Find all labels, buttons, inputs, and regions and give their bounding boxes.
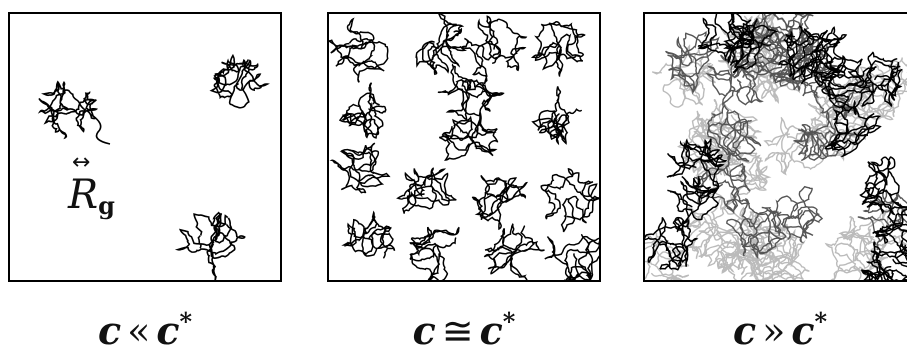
polymer-chain	[483, 223, 545, 280]
polymer-chain	[396, 167, 457, 214]
polymer-chain	[530, 21, 586, 77]
dilute-caption: c«c*	[97, 307, 193, 353]
semidilute-panel	[643, 12, 907, 282]
polymer-chain	[861, 244, 907, 280]
semidilute-caption: c»c*	[732, 307, 828, 353]
polymer-chain	[460, 15, 528, 85]
polymer-chain	[471, 174, 528, 231]
polymer-chain	[860, 238, 907, 280]
overlap-panel	[327, 12, 601, 282]
polymer-chain	[775, 37, 838, 99]
dilute-panel: ↔ Rg	[8, 12, 282, 282]
polymer-chain	[846, 51, 903, 108]
polymer-chain	[89, 113, 111, 145]
radius-of-gyration-label: Rg	[68, 172, 115, 220]
dilute-chains	[37, 53, 270, 280]
polymer-chain	[665, 30, 720, 95]
polymer-chain	[415, 14, 467, 76]
polymer-chain	[709, 151, 772, 211]
overlap-chains	[329, 14, 599, 280]
polymer-chain	[531, 86, 582, 146]
polymer-chain	[793, 109, 857, 162]
polymer-chain	[872, 192, 907, 249]
polymer-chain	[338, 82, 387, 139]
polymer-chain	[706, 103, 762, 162]
polymer-chain	[753, 14, 814, 61]
polymer-chain	[409, 226, 460, 280]
polymer-chain	[174, 211, 246, 280]
polymer-chain	[666, 138, 728, 190]
polymer-chain	[824, 99, 882, 158]
polymer-chain	[838, 208, 907, 271]
double-arrow-icon: ↔	[72, 150, 91, 175]
polymer-chain	[793, 26, 848, 88]
polymer-chain	[544, 234, 599, 280]
polymer-chain	[329, 17, 389, 83]
polymer-chain	[645, 232, 690, 280]
polymer-chain	[341, 210, 396, 259]
polymer-chain	[645, 216, 699, 271]
polymer-chain	[697, 14, 756, 65]
polymer-chain	[747, 43, 810, 105]
polymer-chain	[811, 73, 871, 142]
polymer-chain	[723, 19, 784, 81]
polymer-chain	[778, 25, 837, 85]
polymer-chain	[37, 80, 99, 140]
polymer-chain	[719, 236, 785, 280]
polymer-chain	[209, 53, 270, 109]
polymer-chain	[540, 167, 599, 233]
polymer-chain	[439, 111, 499, 161]
polymer-chain	[329, 142, 391, 194]
polymer-chain	[437, 63, 505, 121]
polymer-chain	[859, 156, 900, 216]
polymer-chain	[857, 188, 907, 251]
polymer-chain	[820, 54, 878, 116]
overlap-caption: c≅c*	[412, 307, 516, 353]
polymer-chain	[651, 44, 716, 108]
polymer-chain	[752, 231, 810, 280]
semidilute-chains	[645, 14, 907, 280]
polymer-chain	[761, 185, 824, 243]
polymer-chain	[684, 197, 752, 259]
